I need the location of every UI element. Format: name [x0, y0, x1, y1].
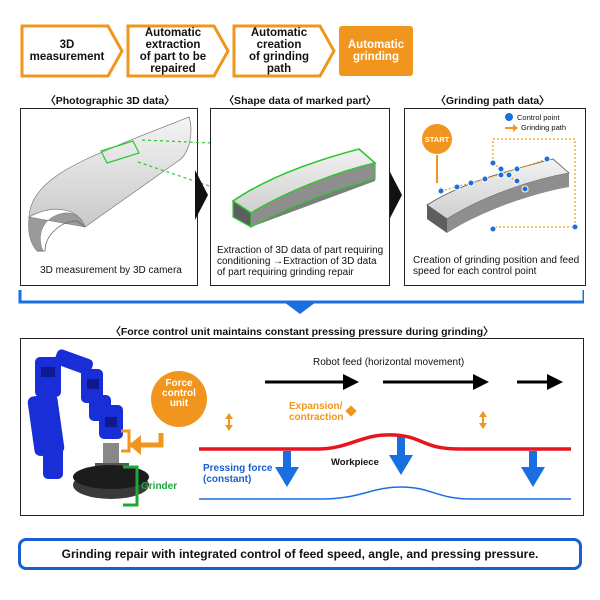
panel-path: START Control point Grinding path Creati… — [404, 108, 586, 286]
grinding-path-illustration: START — [422, 113, 579, 233]
force-control-unit-label: Force control unit — [162, 378, 196, 409]
force-control-panel: Robot feed (horizontal movement) Force c… — [20, 338, 584, 516]
force-control-illustration — [27, 349, 571, 507]
chevron-right-icon — [389, 170, 402, 220]
pressing-force-label: Pressing force (constant) — [203, 463, 273, 485]
force-section-title: 〈Force control unit maintains constant p… — [110, 326, 494, 338]
panel-photo: 3D measurement by 3D camera — [20, 108, 198, 286]
panel-title-photo: 〈Photographic 3D data〉 — [45, 95, 175, 107]
panel-title-path: 〈Grinding path data〉 — [435, 95, 550, 107]
legend-grinding-path: Grinding path — [521, 123, 567, 132]
robot-feed-label: Robot feed (horizontal movement) — [313, 357, 465, 368]
start-badge: START — [425, 135, 450, 144]
panel-caption: Creation of grinding position and feed s… — [413, 255, 580, 277]
summary-text: Grinding repair with integrated control … — [61, 547, 539, 561]
step-arrow-shape — [20, 24, 124, 78]
panel-caption: 3D measurement by 3D camera — [40, 265, 182, 276]
step-label: Automatic grinding — [347, 39, 405, 63]
legend-control-point: Control point — [517, 113, 560, 122]
step-label: Automatic creation of grinding path — [248, 27, 310, 75]
chevron-right-icon — [195, 170, 208, 220]
summary-banner: Grinding repair with integrated control … — [18, 538, 582, 570]
expansion-label: Expansion/ contraction — [289, 401, 344, 423]
panel-title-shape: 〈Shape data of marked part〉 — [223, 95, 377, 107]
step-label: 3D measurement — [29, 39, 105, 63]
step-arrow-shape — [126, 24, 230, 78]
step-grinding: Automatic grinding — [339, 24, 413, 78]
grinder-label: Grinder — [141, 481, 178, 492]
panel-shape: Extraction of 3D data of part requiring … — [210, 108, 390, 286]
step-3d-measurement: 3D measurement — [20, 24, 124, 78]
step-path-creation: Automatic creation of grinding path — [232, 24, 336, 78]
step-label: Automatic extraction of part to be repai… — [139, 27, 207, 75]
step-arrow-shape — [232, 24, 336, 78]
marked-part-illustration — [231, 148, 377, 229]
bracket-down — [18, 290, 584, 314]
panel-caption: Extraction of 3D data of part requiring … — [217, 245, 384, 278]
workpiece-label: Workpiece — [331, 457, 379, 468]
cylinder-illustration — [28, 116, 192, 252]
step-extraction: Automatic extraction of part to be repai… — [126, 24, 230, 78]
step-box-shape — [339, 26, 413, 76]
